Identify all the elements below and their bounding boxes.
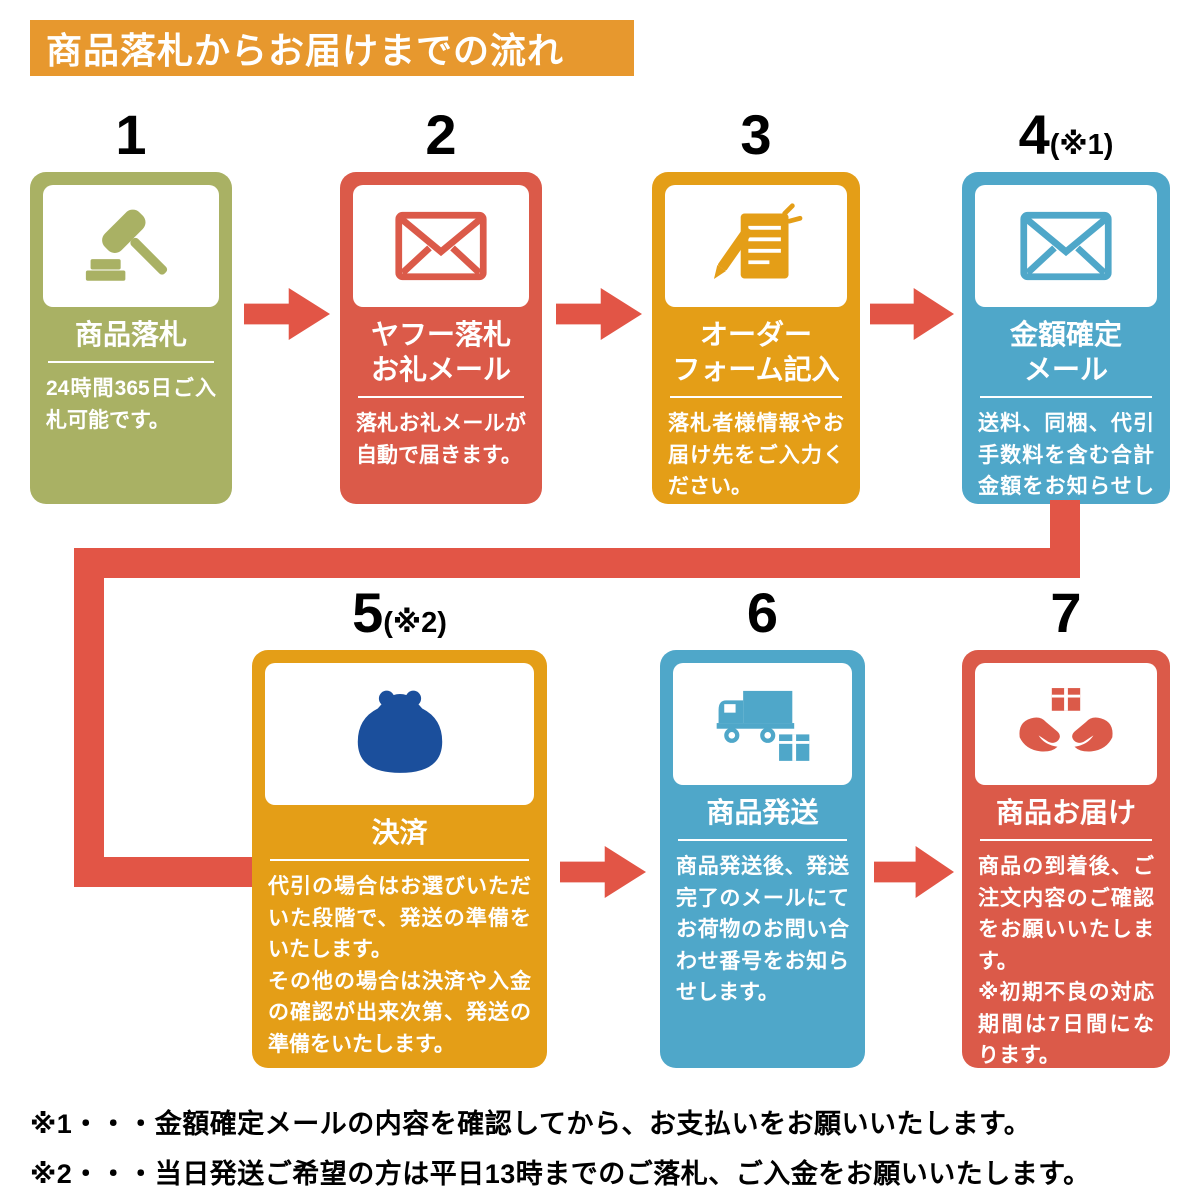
step-4-description: 送料、同梱、代引手数料を含む合計金額をお知らせします。 xyxy=(978,412,1154,530)
flow-connector-segment xyxy=(74,548,104,887)
delivery-hands-icon xyxy=(1019,688,1113,752)
step-1-number: 1 xyxy=(30,104,232,166)
step-5-title: 決済 xyxy=(371,817,428,848)
step-6-icon-panel xyxy=(673,663,852,785)
flow-connector-segment xyxy=(74,548,1080,578)
arrow-right-icon xyxy=(560,846,646,898)
arrow-right-icon xyxy=(244,288,330,340)
page-title-banner: 商品落札からお届けまでの流れ xyxy=(30,20,634,76)
step-2-box: ヤフー落札 お礼メール 落札お礼メールが自動で届きます。 xyxy=(340,172,542,504)
step-1-divider xyxy=(48,361,214,363)
gavel-icon xyxy=(85,209,168,281)
step-4-icon-panel xyxy=(975,185,1157,307)
step-7-number: 7 xyxy=(962,582,1170,644)
step-2-number: 2 xyxy=(340,104,542,166)
step-7-divider xyxy=(980,839,1152,841)
step-1-title: 商品落札 xyxy=(74,319,187,350)
step-5-description: 代引の場合はお選びいただいた段階で、発送の準備をいたします。 その他の場合は決済… xyxy=(268,875,531,1056)
step-6-title: 商品発送 xyxy=(706,797,819,828)
step-3-box: オーダー フォーム記入 落札者様情報やお届け先をご入力ください。 xyxy=(652,172,860,504)
step-number-text: 7 xyxy=(1050,581,1082,644)
step-7-description: 商品の到着後、ご注文内容のご確認をお願いいたします。 ※初期不良の対応期間は7日… xyxy=(978,855,1154,1067)
footnote-1: ※1・・・金額確定メールの内容を確認してから、お支払いをお願いいたします。 xyxy=(30,1109,1032,1139)
step-6-box: 商品発送 商品発送後、発送完了のメールにてお荷物のお問い合わせ番号をお知らせしま… xyxy=(660,650,865,1068)
arrow-right-icon xyxy=(556,288,642,340)
step-number-text: 2 xyxy=(425,103,457,166)
order-form-icon xyxy=(713,203,803,279)
step-2-description: 落札お礼メールが自動で届きます。 xyxy=(356,412,526,467)
page-title: 商品落札からお届けまでの流れ xyxy=(46,30,565,71)
truck-icon xyxy=(716,690,809,761)
step-2-icon-panel xyxy=(353,185,529,307)
arrow-right-icon xyxy=(874,846,954,898)
step-6-number: 6 xyxy=(660,582,865,644)
step-3-divider xyxy=(670,396,842,398)
step-number-note: (※2) xyxy=(383,607,447,639)
flow-connector-segment xyxy=(74,857,254,887)
step-4-number: 4(※1) xyxy=(962,104,1170,166)
footnote-2: ※2・・・当日発送ご希望の方は平日13時までのご落札、ご入金をお願いいたします。 xyxy=(30,1159,1091,1189)
step-6-divider xyxy=(678,839,847,841)
step-number-text: 3 xyxy=(740,103,772,166)
step-3-title: オーダー フォーム記入 xyxy=(672,319,840,385)
mail-icon xyxy=(1020,211,1112,281)
step-3-icon-panel xyxy=(665,185,847,307)
step-number-text: 5 xyxy=(352,581,384,644)
arrow-right-icon xyxy=(870,288,954,340)
step-5-divider xyxy=(270,859,529,861)
step-number-text: 4 xyxy=(1018,103,1050,166)
step-number-note: (※1) xyxy=(1049,129,1114,161)
step-4-box: 金額確定 メール 送料、同梱、代引手数料を含む合計金額をお知らせします。 xyxy=(962,172,1170,530)
step-4-title: 金額確定 メール xyxy=(1009,319,1122,385)
step-number-text: 1 xyxy=(115,103,147,166)
step-2-title: ヤフー落札 お礼メール xyxy=(370,319,511,385)
step-7-box: 商品お届け 商品の到着後、ご注文内容のご確認をお願いいたします。 ※初期不良の対… xyxy=(962,650,1170,1068)
step-6-description: 商品発送後、発送完了のメールにてお荷物のお問い合わせ番号をお知らせします。 xyxy=(676,855,849,1004)
step-4-divider xyxy=(980,396,1152,398)
step-3-description: 落札者様情報やお届け先をご入力ください。 xyxy=(668,412,844,498)
step-5-icon-panel xyxy=(265,663,534,805)
step-5-number: 5(※2) xyxy=(252,582,547,644)
step-1-box: 商品落札 24時間365日ご入札可能です。 xyxy=(30,172,232,504)
step-7-title: 商品お届け xyxy=(995,797,1136,828)
step-2-divider xyxy=(358,396,524,398)
step-5-box: 決済 代引の場合はお選びいただいた段階で、発送の準備をいたします。 その他の場合… xyxy=(252,650,547,1068)
step-1-icon-panel xyxy=(43,185,219,307)
step-number-text: 6 xyxy=(746,581,779,644)
coin-purse-icon xyxy=(357,690,442,773)
mail-icon xyxy=(395,211,487,281)
step-7-icon-panel xyxy=(975,663,1157,785)
step-3-number: 3 xyxy=(652,104,860,166)
step-1-description: 24時間365日ご入札可能です。 xyxy=(46,377,216,432)
